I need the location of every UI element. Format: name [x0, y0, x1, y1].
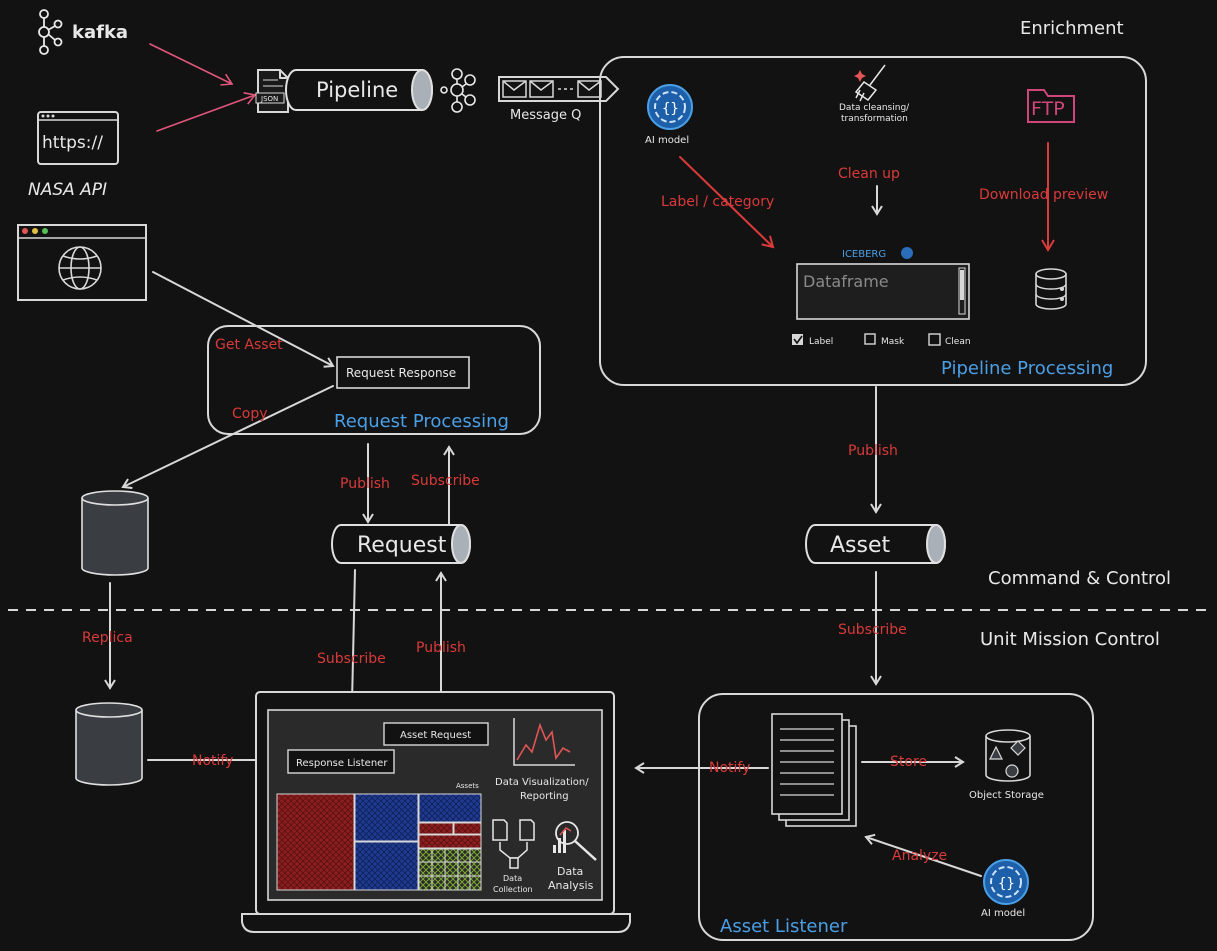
notify-listener-label: Notify — [709, 760, 750, 776]
pipeline-processing-box — [599, 56, 1147, 386]
publish-top-label: Publish — [340, 476, 390, 492]
response-listener-label: Response Listener — [296, 758, 388, 769]
object-storage-icon — [985, 729, 1031, 782]
database-replica — [75, 702, 143, 786]
data-analysis-icon — [553, 821, 597, 861]
section-unit-mission-control: Unit Mission Control — [980, 629, 1160, 650]
kafka-cluster-icon — [440, 68, 476, 113]
asset-label: Asset — [830, 533, 891, 558]
request-label: Request — [357, 533, 447, 558]
line-chart-icon — [513, 718, 575, 766]
svg-text:ICEBERG: ICEBERG — [842, 249, 886, 260]
ai-model-label-bottom: AI model — [981, 908, 1025, 919]
svg-text:FTP: FTP — [1031, 98, 1065, 120]
ai-model-label-top: AI model — [645, 135, 689, 146]
database-icon — [1035, 268, 1067, 310]
object-storage-label: Object Storage — [969, 790, 1044, 801]
envelope-icon — [502, 80, 602, 98]
svg-text:JSON: JSON — [260, 95, 278, 103]
collection-label-2: Collection — [493, 885, 533, 894]
https-source: https:// — [37, 111, 119, 165]
analysis-label-2: Analysis — [548, 879, 594, 892]
request-queue: Request — [331, 524, 471, 564]
section-command-control: Command & Control — [988, 568, 1171, 589]
response-listener-box[interactable] — [287, 749, 395, 774]
browser-to-request-arrow — [152, 271, 335, 368]
assets-label: Assets — [456, 782, 479, 790]
get-asset-label: Get Asset — [215, 337, 283, 353]
analyze-arrow — [864, 833, 982, 877]
request-response-label: Request Response — [346, 366, 456, 380]
publish-asset-label: Publish — [848, 443, 898, 459]
broom-icon — [854, 64, 886, 102]
database-primary — [81, 490, 149, 576]
kafka-to-pipeline-arrow — [149, 43, 234, 86]
checkbox-clean[interactable]: Clean — [928, 333, 971, 347]
publish-left-label: Publish — [416, 640, 466, 656]
analyze-label: Analyze — [892, 848, 947, 864]
asset-request-box[interactable] — [383, 722, 489, 746]
replica-label: Replica — [82, 630, 133, 646]
svg-text:Label: Label — [809, 337, 833, 347]
checkbox-label[interactable]: Label — [792, 334, 833, 347]
svg-text:Mask: Mask — [881, 337, 905, 347]
download-preview-text: Download preview — [979, 187, 1108, 203]
subscribe-left-label: Subscribe — [317, 651, 386, 667]
store-label: Store — [890, 754, 927, 770]
subscribe-right-label: Subscribe — [838, 622, 907, 638]
kafka-icon — [38, 9, 63, 55]
pipeline-label: Pipeline — [316, 78, 398, 102]
checkbox-mask[interactable]: Mask — [864, 333, 905, 347]
asset-listener-title: Asset Listener — [720, 916, 848, 937]
browser-icon — [17, 224, 147, 301]
asset-queue: Asset — [805, 524, 946, 564]
clean-up-text: Clean up — [838, 166, 900, 182]
svg-text:{}: {} — [998, 876, 1015, 892]
kafka-label: kafka — [72, 22, 128, 43]
nasa-api-label: NASA API — [28, 180, 107, 200]
globe-icon — [58, 246, 102, 290]
notify-db-label: Notify — [192, 753, 233, 769]
ai-model-icon-bottom: {} — [983, 859, 1029, 905]
request-processing-title: Request Processing — [334, 411, 509, 432]
asset-listener-box — [698, 693, 1094, 941]
ai-to-dataframe-arrow — [679, 156, 775, 249]
section-enrichment: Enrichment — [1020, 18, 1124, 39]
dataframe-widget: Dataframe — [796, 263, 970, 320]
https-label: https:// — [42, 133, 103, 153]
json-file-icon: JSON — [255, 69, 289, 113]
dataviz-label-1: Data Visualization/ — [495, 777, 589, 788]
svg-text:{}: {} — [662, 101, 679, 117]
request-response-box — [336, 356, 470, 389]
request-to-db-arrow — [121, 385, 334, 490]
request-processing-box — [207, 325, 541, 435]
https-to-pipeline-arrow — [156, 92, 257, 132]
cleansing-label-2: transformation — [841, 114, 908, 124]
message-q-label: Message Q — [510, 108, 581, 123]
iceberg-logo: ICEBERG — [842, 247, 913, 260]
svg-text:Clean: Clean — [945, 337, 971, 347]
cleansing-label-1: Data cleansing/ — [839, 103, 910, 113]
ai-model-icon: {} — [647, 84, 693, 130]
collection-label-1: Data — [503, 874, 522, 883]
dataframe-label: Dataframe — [803, 272, 889, 291]
ftp-folder-icon: FTP — [1027, 89, 1075, 123]
analysis-label-1: Data — [557, 865, 583, 878]
copy-label: Copy — [232, 406, 268, 422]
pipeline-processing-title: Pipeline Processing — [941, 358, 1113, 379]
label-category-text: Label / category — [661, 194, 774, 210]
subscribe-top-label: Subscribe — [411, 473, 480, 489]
data-collection-icon — [492, 819, 535, 869]
asset-treemap — [276, 793, 482, 891]
asset-request-label: Asset Request — [400, 730, 471, 741]
dataviz-label-2: Reporting — [520, 791, 569, 802]
document-stack-icon — [771, 713, 857, 827]
pipeline-queue: Pipeline — [285, 69, 433, 111]
